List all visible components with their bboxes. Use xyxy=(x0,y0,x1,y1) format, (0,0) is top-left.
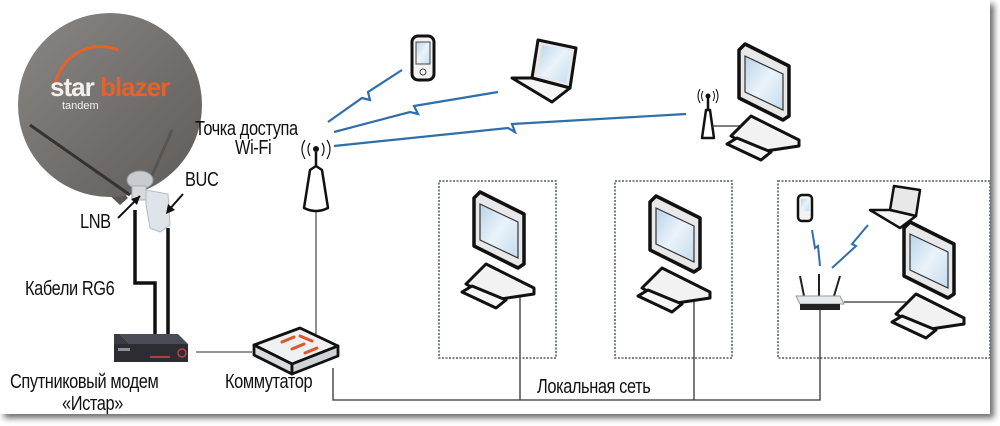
label-modem-name: «Истар» xyxy=(62,393,123,415)
laptop-icon xyxy=(868,184,922,230)
wireless-links-local xyxy=(811,224,869,269)
buc-icon xyxy=(145,189,171,233)
dish-reflector xyxy=(18,13,202,197)
laptop-icon xyxy=(510,38,578,104)
modem-icon xyxy=(114,334,188,362)
label-access-point: Точка доступа xyxy=(195,118,298,140)
wireless-links xyxy=(327,69,687,148)
desktop-computer-icon xyxy=(636,194,712,314)
pda-icon xyxy=(796,193,814,223)
desktop-computer-icon xyxy=(725,42,801,162)
brand-tandem: tandem xyxy=(62,100,99,112)
brand-star: star xyxy=(50,72,95,102)
desktop-computer-icon xyxy=(460,190,536,310)
satellite-dish-icon: star blazer tandem xyxy=(18,13,202,205)
rg6-cable-1 xyxy=(133,210,157,334)
label-buc: BUC xyxy=(185,169,219,191)
label-lnb: LNB xyxy=(80,211,111,233)
brand-blazer: blazer xyxy=(100,72,170,102)
switch-icon xyxy=(252,326,340,376)
wireless-link-desktop xyxy=(333,112,687,148)
pda-icon xyxy=(410,34,436,82)
label-modem: Спутниковый модем xyxy=(10,371,159,393)
label-wifi: Wi-Fi xyxy=(235,137,272,159)
wifi-router-icon xyxy=(795,274,845,310)
label-lan: Локальная сеть xyxy=(537,376,651,398)
label-cables: Кабели RG6 xyxy=(25,278,115,300)
wireless-link-pda xyxy=(327,69,403,123)
lan-box-3 xyxy=(777,180,991,359)
lan-bus xyxy=(332,310,821,401)
wireless-link-laptop xyxy=(333,90,499,134)
desktop-computer-icon xyxy=(890,220,966,340)
wireless-adapter-icon xyxy=(696,87,720,140)
access-point-icon xyxy=(301,139,331,213)
label-switch: Коммутатор xyxy=(225,371,313,393)
